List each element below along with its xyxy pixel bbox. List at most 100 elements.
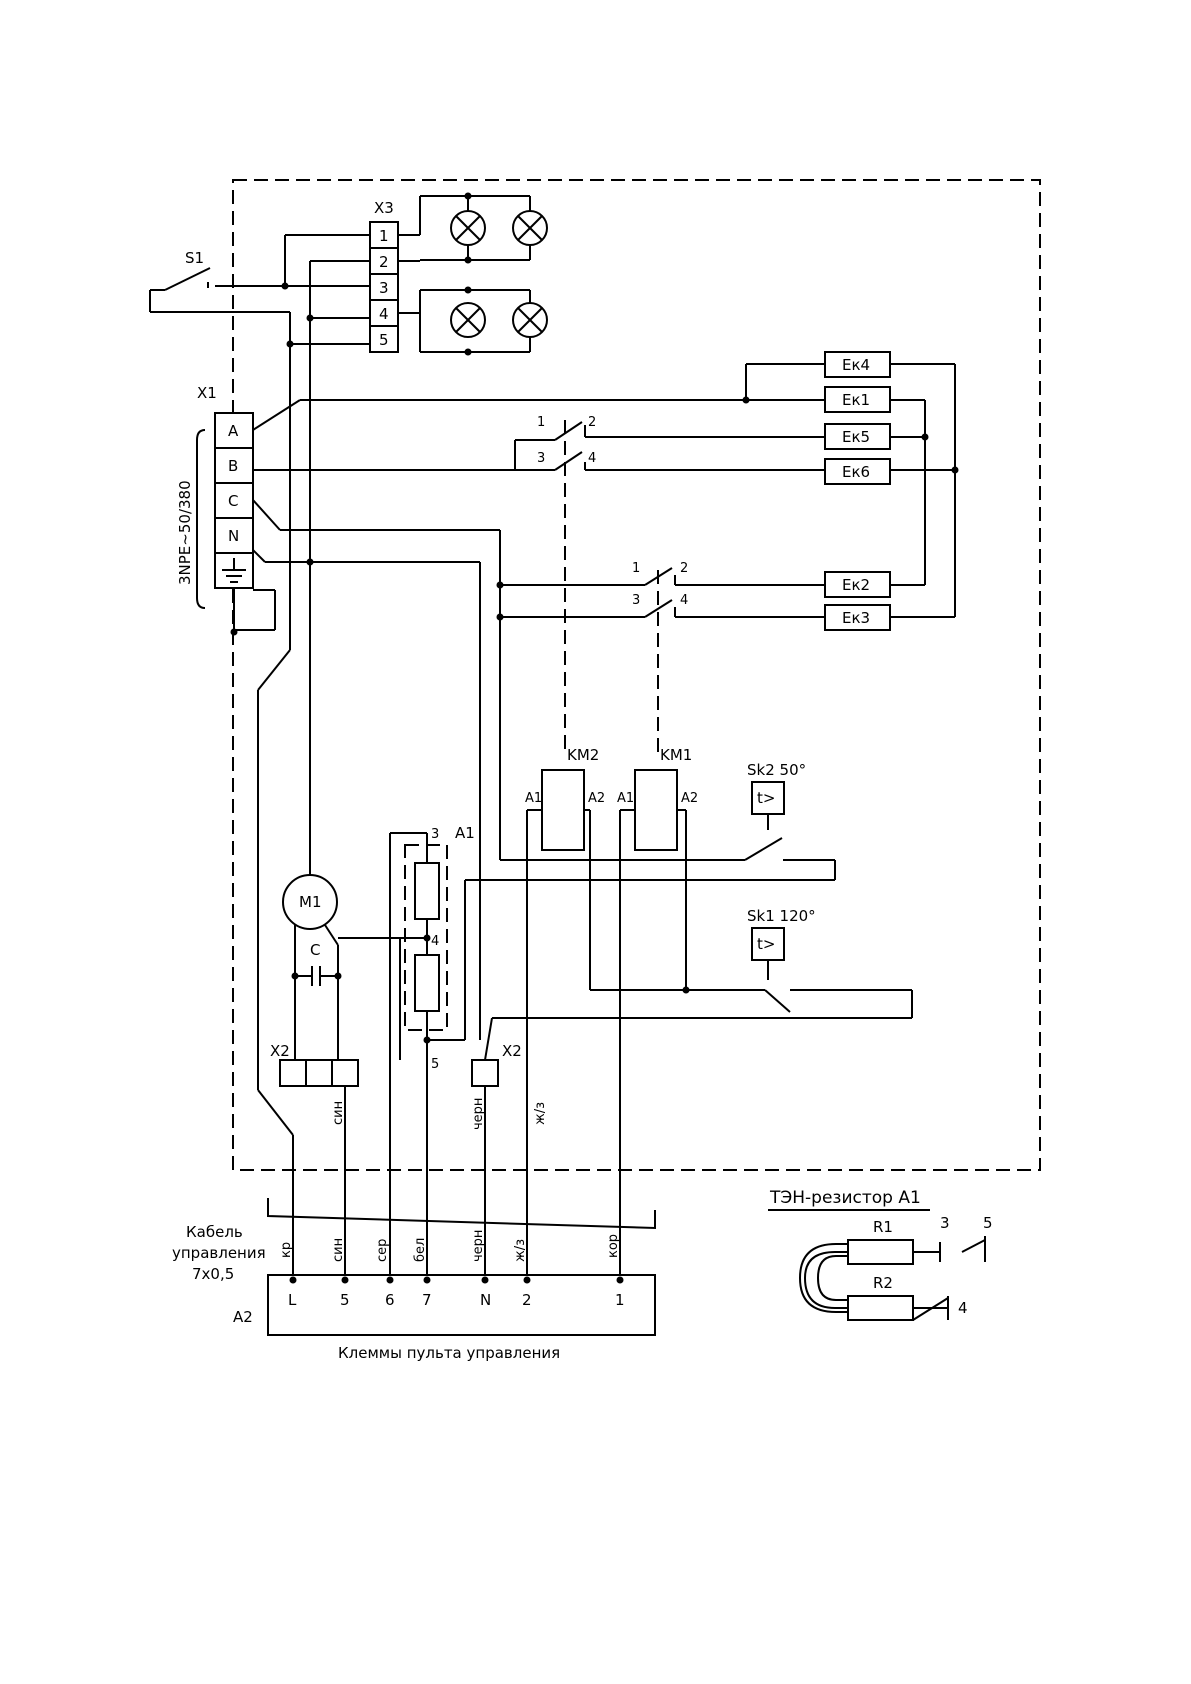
coil-terminal: A2	[588, 791, 605, 806]
coil-terminal: A1	[525, 791, 542, 806]
contactor-km2-contacts: 1 2 3 4	[515, 415, 825, 755]
lamp-icon	[512, 210, 548, 246]
x1-label: X1	[197, 384, 217, 402]
legend-3: 3	[940, 1214, 950, 1232]
panel-terminal: 2	[522, 1291, 532, 1309]
x3-terminal: 4	[379, 305, 389, 323]
legend-title: ТЭН-резистор А1	[769, 1188, 921, 1208]
x3-terminal: 2	[379, 253, 389, 271]
panel-terminal: 6	[385, 1291, 395, 1309]
heater-elements: Ек4 Ек1 Ек5 Ек6 Ек2 Ек3	[745, 351, 959, 631]
lamp-group-top	[398, 192, 548, 264]
sk2-label: Sk2 50°	[747, 761, 806, 779]
lamp-icon	[450, 210, 486, 246]
supply-label: 3NPE~50/380	[176, 480, 194, 585]
contact-label: 4	[588, 451, 596, 466]
heater-ek6	[824, 458, 891, 485]
thermostat-icon: t>	[757, 935, 775, 953]
a1-block-label: A1	[455, 824, 475, 842]
heater-label: Ек1	[842, 391, 870, 409]
lamp-group-bottom	[398, 286, 548, 356]
contact-label: 2	[680, 561, 688, 576]
cable-wire-label: син	[331, 1238, 346, 1262]
lamp-icon	[450, 302, 486, 338]
panel-terminal: 7	[422, 1291, 432, 1309]
contactor-km2-coil: KM2 A1 A2	[525, 746, 605, 1275]
a1-pin-label: 5	[431, 1057, 439, 1072]
cable-label: 7х0,5	[192, 1265, 234, 1283]
heater-label: Ек4	[842, 356, 870, 374]
cable-wire-label: черн	[471, 1230, 486, 1262]
x3-label: X3	[374, 199, 394, 217]
km1-label: KM1	[660, 746, 692, 764]
capacitor-label: C	[310, 941, 320, 959]
thermostat-sk1: Sk1 120° t>	[484, 907, 913, 1061]
x2-label: X2	[270, 1042, 290, 1060]
cable-wire-label: кр	[279, 1242, 294, 1258]
coil-terminal: A2	[681, 791, 698, 806]
x1-terminal: B	[228, 457, 238, 475]
heater-label: Ек2	[842, 576, 870, 594]
x3-terminal: 1	[379, 227, 389, 245]
wire-color-label: син	[331, 1101, 346, 1125]
terminal-block-x3: X3 1 2 3 4 5	[281, 199, 399, 840]
contact-label: 4	[680, 593, 688, 608]
x3-terminal: 3	[379, 279, 389, 297]
a1-pin-label: 4	[431, 934, 439, 949]
thermostat-icon: t>	[757, 789, 775, 807]
cable-wire-label: ж/з	[513, 1239, 528, 1262]
terminal-block-x2-motor: X2 син	[270, 1042, 359, 1275]
sk1-label: Sk1 120°	[747, 907, 816, 925]
heater-label: Ек3	[842, 609, 870, 627]
panel-terminal: 5	[340, 1291, 350, 1309]
a2-label: A2	[233, 1308, 253, 1326]
panel-title: Клеммы пульта управления	[338, 1344, 560, 1362]
panel-terminal: N	[480, 1291, 491, 1309]
cable-wire-label: сер	[375, 1239, 390, 1262]
x2-label: X2	[502, 1042, 522, 1060]
legend-4: 4	[958, 1299, 968, 1317]
wire-color-label: ж/з	[533, 1102, 548, 1125]
contact-label: 3	[537, 451, 545, 466]
s1-label: S1	[185, 249, 204, 267]
contact-label: 3	[632, 593, 640, 608]
x1-terminal: N	[228, 527, 239, 545]
wire-color-label: черн	[471, 1098, 486, 1130]
heater-label: Ек6	[842, 463, 870, 481]
heater-label: Ек5	[842, 428, 870, 446]
motor-label: M1	[299, 893, 322, 911]
terminal-block-x1: X1 A B C N 3NPE~50/380	[176, 384, 254, 609]
capacitor-icon	[295, 966, 338, 986]
legend-r2: R2	[873, 1274, 893, 1292]
panel-terminal: 1	[615, 1291, 625, 1309]
x3-terminal: 5	[379, 331, 389, 349]
panel-terminal: L	[288, 1291, 297, 1309]
contact-label: 2	[588, 415, 596, 430]
x1-terminal: C	[228, 492, 238, 510]
lamp-icon	[512, 302, 548, 338]
switch-s1: S1	[149, 249, 291, 650]
supply-wiring	[230, 396, 825, 1275]
ground-icon	[222, 558, 246, 583]
legend-5: 5	[983, 1214, 993, 1232]
x1-terminal: A	[228, 422, 239, 440]
contact-label: 1	[537, 415, 545, 430]
coil-terminal: A1	[617, 791, 634, 806]
cable-wire-label: кор	[606, 1234, 621, 1258]
contactor-km1-contacts: 1 2 3 4	[632, 561, 825, 755]
cable-wire-label: бел	[413, 1238, 428, 1262]
control-panel-terminals-a2: A2 L 5 6 7 N 2 1 Клеммы пульта управлени…	[233, 1274, 656, 1362]
heater-resistor-a1: 3 A1 4 5	[389, 824, 475, 1275]
km2-label: KM2	[567, 746, 599, 764]
cable-label: управления	[172, 1244, 266, 1262]
cable-label: Кабель	[186, 1223, 243, 1241]
heater-ek1	[824, 386, 891, 413]
contact-label: 1	[632, 561, 640, 576]
a1-pin-label: 3	[431, 827, 439, 842]
control-cable: Кабель управления 7х0,5 кр син сер бел ч…	[172, 1198, 656, 1283]
enclosure-boundary	[232, 179, 1041, 1171]
heater-ek3	[824, 604, 891, 631]
legend-r1: R1	[873, 1218, 893, 1236]
motor-m1: M1 C	[282, 840, 401, 1060]
